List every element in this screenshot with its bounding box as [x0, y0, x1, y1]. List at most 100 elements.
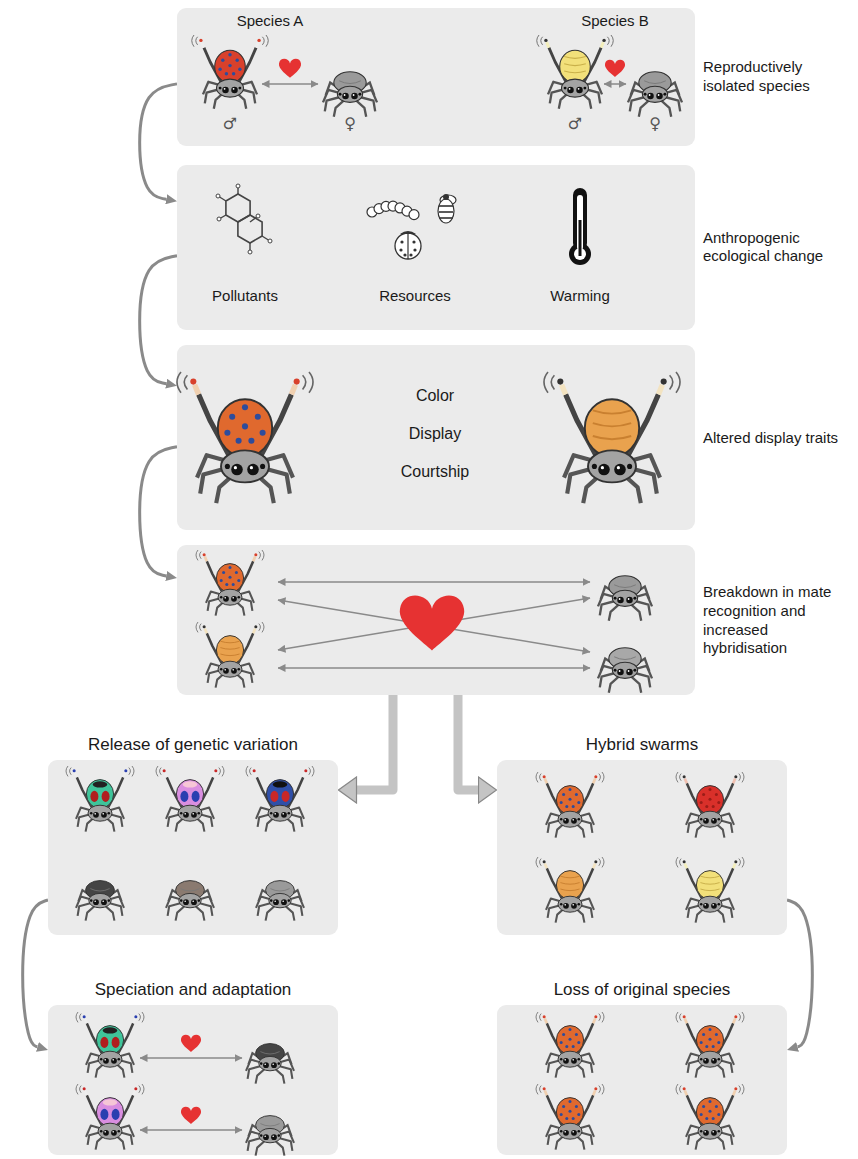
illustration-part: [599, 1086, 601, 1093]
illustration-part: [409, 253, 412, 256]
illustration-part: [163, 769, 166, 772]
illustration-part: [564, 87, 567, 90]
illustration-part: [232, 669, 234, 671]
illustration-part: [712, 1045, 715, 1048]
illustration-part: [663, 93, 666, 96]
illustration-part: [700, 1113, 703, 1116]
illustration-part: [543, 775, 546, 778]
illustration-part: [560, 903, 563, 906]
illustration-part: [711, 1058, 717, 1064]
illustration-part: [565, 1045, 568, 1048]
illustration-part: [583, 87, 586, 90]
illustration-part: [712, 819, 714, 821]
illustration-part: [229, 414, 235, 420]
illustration-part: [717, 1113, 720, 1116]
illustration-part: [90, 899, 93, 902]
heart-symbol: [181, 1107, 201, 1124]
illustration-part: [262, 37, 264, 45]
illustration-part: [541, 37, 543, 45]
male-spider: [246, 766, 314, 832]
illustration-part: [439, 211, 453, 213]
illustration-part: [592, 464, 597, 469]
illustration-part: [202, 42, 204, 47]
illustration-part: [683, 775, 686, 778]
illustration-part: [543, 860, 546, 863]
illustration-part: [100, 1058, 103, 1061]
illustration: [497, 760, 787, 935]
illustration-part: [224, 88, 226, 90]
illustration-part: [703, 1130, 709, 1136]
illustration-part: [696, 871, 723, 900]
illustration-part: [564, 904, 566, 906]
illustration-part: [563, 1058, 569, 1064]
illustration-part: [309, 372, 313, 393]
illustration-part: [739, 1086, 741, 1093]
male-spider: [536, 857, 604, 923]
illustration-part: [192, 35, 682, 117]
illustration-part: [256, 214, 260, 218]
illustration-part: [545, 1090, 547, 1095]
illustration-part: [705, 805, 708, 808]
illustration-part: [563, 1130, 569, 1136]
illustration-part: [232, 597, 234, 599]
illustration-part: [339, 93, 342, 96]
illustration-part: [599, 859, 601, 866]
illustration-part: [337, 86, 362, 102]
illustration-part: [717, 1041, 720, 1044]
panel-text: Resources: [379, 287, 451, 304]
male-spider: [536, 1012, 604, 1078]
illustration-part: [560, 883, 579, 885]
male-spider: [676, 1084, 744, 1150]
illustration-part: [83, 1087, 86, 1090]
illustration-part: [142, 1012, 144, 1022]
illustration-part: [134, 1015, 137, 1018]
illustration-part: [395, 233, 421, 259]
illustration-part: [683, 1087, 686, 1090]
illustration-part: [698, 811, 722, 827]
illustration-part: [676, 1012, 678, 1022]
illustration-part: [685, 863, 687, 868]
illustration-part: [540, 859, 542, 866]
illustration-part: [702, 1033, 705, 1036]
illustration-part: [223, 596, 229, 602]
illustration-part: [103, 1099, 117, 1105]
double-arrow: [262, 83, 318, 85]
illustration-part: [544, 39, 547, 42]
illustration-part: [562, 385, 566, 395]
illustration-part: [259, 1128, 281, 1142]
illustration-part: [571, 1130, 577, 1136]
flow-arrow: [140, 447, 177, 576]
illustration-part: [536, 857, 538, 867]
illustration-part: [717, 801, 720, 804]
male-spider: [76, 1084, 144, 1150]
illustration-part: [180, 791, 188, 802]
illustration-part: [183, 781, 197, 787]
illustration-part: [184, 813, 186, 815]
illustration-part: [273, 812, 279, 818]
bee-icon: [438, 194, 456, 223]
illustration-part: [557, 379, 563, 385]
illustration-part: [219, 768, 221, 775]
illustration-part: [238, 215, 262, 243]
illustration-part: [611, 35, 613, 47]
illustration-part: [614, 669, 617, 672]
male-spider: [156, 766, 224, 832]
illustration-part: [715, 1105, 718, 1108]
illustration-part: [601, 42, 603, 47]
illustration-part: [184, 375, 187, 389]
sex-symbol: ♀: [344, 114, 356, 133]
illustration-part: [399, 248, 402, 251]
illustration-part: [571, 818, 577, 824]
illustration-part: [609, 677, 619, 693]
illustration-part: [100, 1109, 108, 1120]
illustration-part: [270, 889, 289, 891]
illustration-part: [680, 774, 682, 781]
illustration-part: [220, 654, 239, 656]
illustration-part: [560, 818, 563, 821]
illustration-part: [649, 94, 651, 96]
illustration-part: [256, 1069, 265, 1083]
illustration-part: [312, 766, 314, 776]
illustration-part: [103, 1058, 109, 1064]
illustration-part: [708, 1100, 711, 1103]
illustration-part: [577, 801, 580, 804]
